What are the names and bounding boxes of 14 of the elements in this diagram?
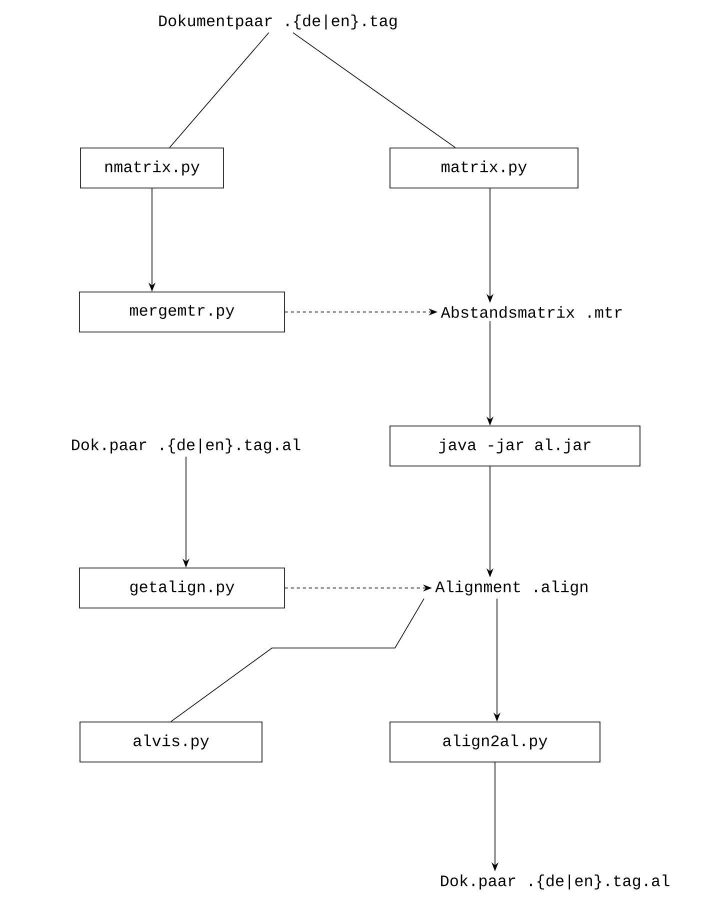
process-box: mergemtr.py <box>79 292 285 332</box>
text-label: Dokumentpaar .{de|en}.tag <box>159 14 397 30</box>
process-box: align2al.py <box>390 722 600 762</box>
text-label: Abstandsmatrix .mtr <box>440 306 622 318</box>
connector-line <box>169 32 270 148</box>
text-label: Dok.paar .{de|en}.tag.al <box>441 874 670 890</box>
process-box: java -jar al.jar <box>390 426 640 466</box>
process-box: nmatrix.py <box>80 148 224 188</box>
process-box: getalign.py <box>79 568 285 608</box>
process-box: alvis.py <box>80 722 262 762</box>
text-label: Dok.paar .{de|en}.tag.al <box>72 438 300 454</box>
text-label: Alignment .align <box>435 580 588 596</box>
process-box: matrix.py <box>390 148 578 188</box>
connector-line <box>292 32 456 148</box>
